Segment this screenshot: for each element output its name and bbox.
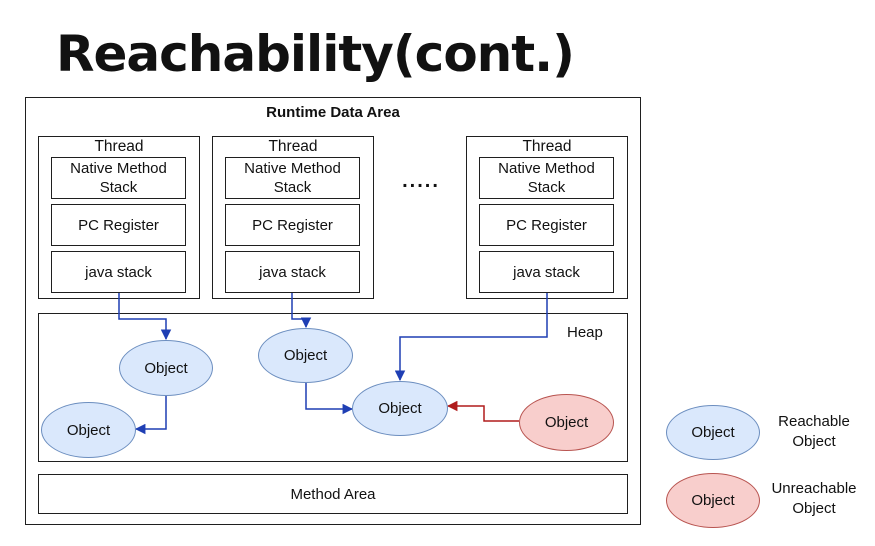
java-stack: java stack xyxy=(479,251,614,293)
legend-reachable-object: Object xyxy=(666,405,760,460)
unreachable-object: Object xyxy=(519,394,614,451)
native-method-stack: Native Method Stack xyxy=(225,157,360,199)
native-method-stack: Native Method Stack xyxy=(51,157,186,199)
legend-unreachable-label: Unreachable Object xyxy=(771,480,857,517)
runtime-data-area-title: Runtime Data Area xyxy=(266,104,400,121)
page-title: Reachability(cont.) xyxy=(56,25,575,83)
reachable-object: Object xyxy=(119,340,213,396)
thread-title: Thread xyxy=(522,138,572,155)
pc-register: PC Register xyxy=(225,204,360,246)
legend-unreachable-object: Object xyxy=(666,473,760,528)
more-threads-ellipsis: ..... xyxy=(402,170,440,192)
pc-register: PC Register xyxy=(479,204,614,246)
reachable-object: Object xyxy=(41,402,136,458)
native-method-stack: Native Method Stack xyxy=(479,157,614,199)
reachable-object: Object xyxy=(258,328,353,383)
java-stack: java stack xyxy=(225,251,360,293)
thread-title: Thread xyxy=(94,138,144,155)
pc-register: PC Register xyxy=(51,204,186,246)
heap-label: Heap xyxy=(567,324,603,341)
java-stack: java stack xyxy=(51,251,186,293)
reachable-object: Object xyxy=(352,381,448,436)
thread-title: Thread xyxy=(268,138,318,155)
legend-reachable-label: Reachable Object xyxy=(778,413,850,450)
method-area: Method Area xyxy=(38,474,628,514)
